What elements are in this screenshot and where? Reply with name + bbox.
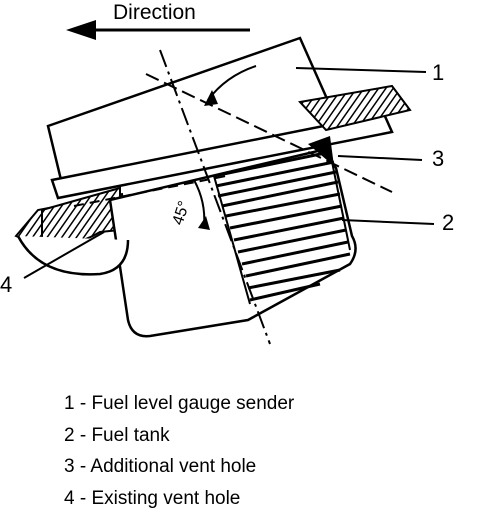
tank-neck-left: [41, 186, 121, 245]
angle-label: 45°: [170, 199, 194, 227]
callout-4: 4: [0, 272, 12, 297]
direction-label: Direction: [113, 1, 196, 24]
reference-line: [73, 175, 227, 207]
legend: 1 - Fuel level gauge sender 2 - Fuel tan…: [64, 388, 294, 514]
legend-item: 4 - Existing vent hole: [64, 487, 241, 509]
legend-item: 1 - Fuel level gauge sender: [64, 393, 295, 414]
angle-arc-upper-arrowhead: [204, 90, 218, 106]
callout-1: 1: [432, 60, 444, 85]
existing-vent-ring: [16, 235, 130, 276]
tank-wall-right: [298, 84, 412, 132]
legend-item: 2 - Fuel tank: [64, 424, 170, 446]
angle-arc-lower-arrowhead: [198, 216, 210, 230]
additional-vent-hole-marker: [308, 136, 334, 166]
vertical-axis: [159, 49, 271, 345]
fuel-sender-diagram: Direction 45°: [0, 1, 454, 345]
callout-3: 3: [432, 146, 444, 171]
vent-axis: [145, 73, 393, 193]
leader-lines: [23, 67, 435, 279]
direction-arrow: [66, 20, 250, 40]
callout-2: 2: [442, 210, 454, 235]
legend-item: 3 - Additional vent hole: [64, 456, 257, 477]
fuel-tank-threads: [213, 150, 351, 305]
